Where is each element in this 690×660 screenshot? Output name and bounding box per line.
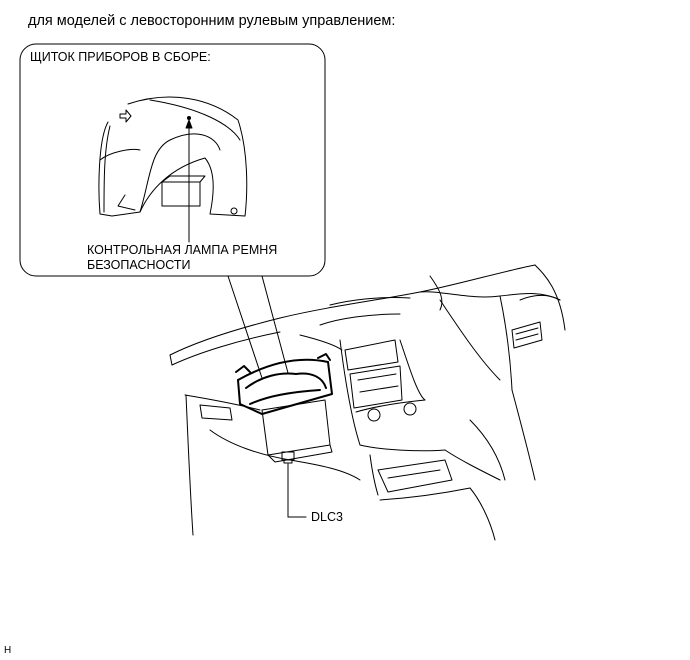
seat-belt-lamp-label-line2: БЕЗОПАСНОСТИ	[87, 258, 191, 272]
seat-belt-lamp-label-line1: КОНТРОЛЬНАЯ ЛАМПА РЕМНЯ	[87, 243, 278, 257]
callout-box	[19, 43, 326, 277]
instrument-cluster	[235, 353, 333, 415]
cluster-closeup	[98, 96, 248, 217]
dlc-leader	[287, 463, 307, 518]
page-heading: для моделей с левосторонним рулевым упра…	[28, 13, 396, 29]
callout-title: ЩИТОК ПРИБОРОВ В СБОРЕ:	[30, 50, 211, 64]
corner-mark: H	[4, 645, 12, 656]
dlc3-label: DLC3	[311, 510, 343, 524]
dashboard-drawing	[169, 264, 566, 541]
